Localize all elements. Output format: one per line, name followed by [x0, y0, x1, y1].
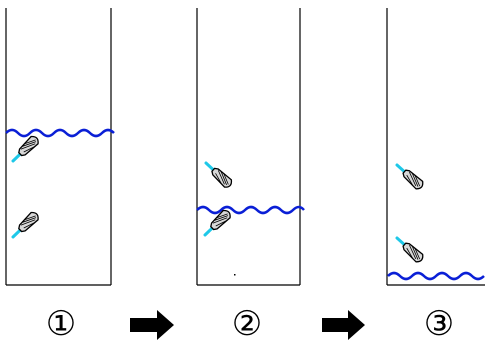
tank-1 [5, 8, 115, 286]
step-label-2: ② [231, 304, 263, 344]
tank-3-probe-upper-icon [392, 159, 427, 193]
tank-3-probe-lower-icon [392, 232, 427, 266]
right-arrow-icon [130, 310, 174, 340]
tank-2-water-surface [196, 205, 305, 215]
tank-1-probe-lower-icon [8, 208, 42, 243]
tank-2 [196, 8, 305, 286]
tank-2-probe-upper-icon [201, 157, 236, 191]
tank-1-water-surface [5, 128, 115, 138]
right-arrow-icon [322, 310, 365, 340]
step-label-1: ① [45, 304, 77, 344]
tank-3-water-surface [387, 271, 485, 281]
tank-1-probe-upper-icon [8, 132, 42, 167]
step-label-3: ③ [423, 304, 455, 344]
tank-3 [386, 8, 485, 286]
tank-2-speck [234, 274, 236, 276]
